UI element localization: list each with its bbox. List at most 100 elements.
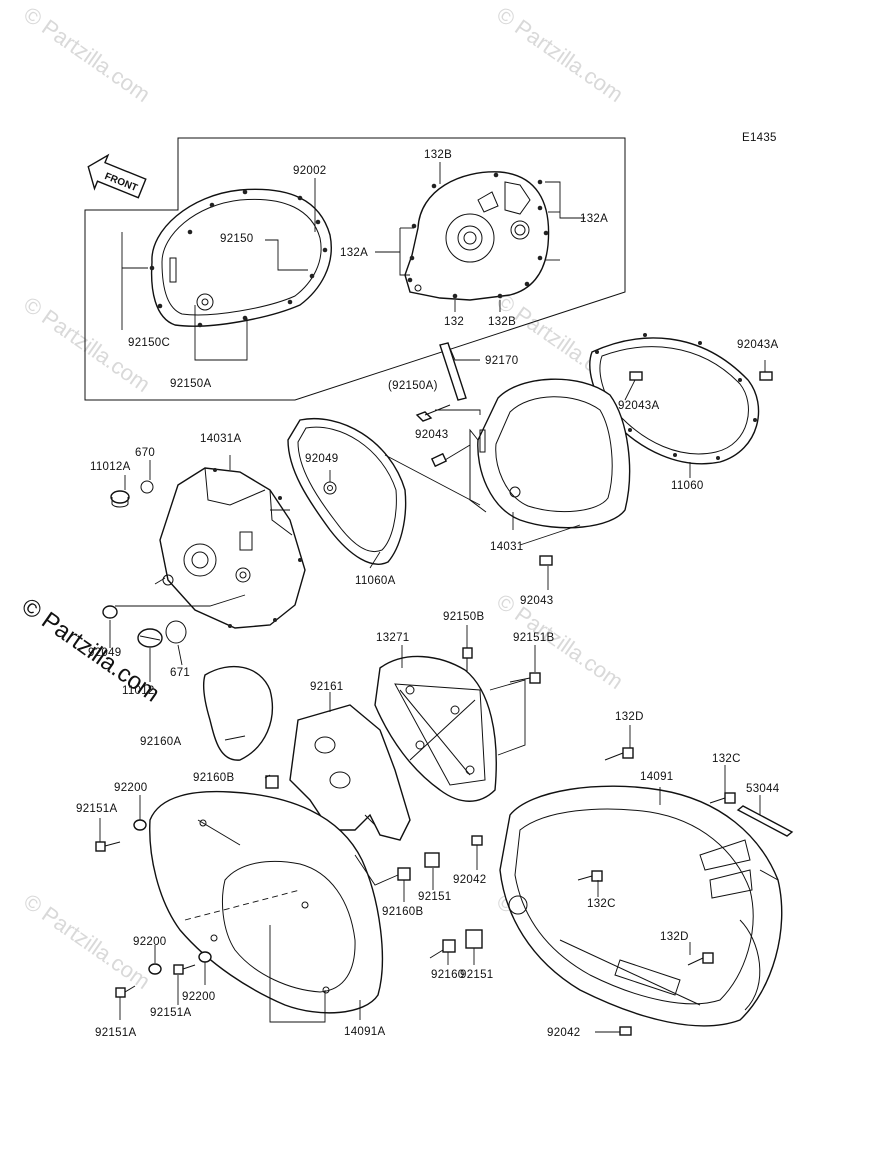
label-132B-top[interactable]: 132B bbox=[424, 149, 452, 161]
label-671[interactable]: 671 bbox=[170, 667, 190, 679]
label-92160B-top[interactable]: 92160B bbox=[193, 772, 234, 784]
outer-cover-14031 bbox=[469, 378, 631, 529]
label-132C-mid[interactable]: 132C bbox=[587, 898, 616, 910]
label-92170[interactable]: 92170 bbox=[485, 355, 518, 367]
dowel-92042-bot bbox=[619, 1026, 632, 1036]
crankcase-cover-right bbox=[404, 171, 550, 301]
washer-92200-bot bbox=[198, 951, 212, 963]
leaders-bottom bbox=[99, 625, 761, 1033]
collar-92160 bbox=[442, 939, 456, 953]
label-92151-mid[interactable]: 92151 bbox=[418, 891, 451, 903]
guide-92160A bbox=[202, 665, 274, 761]
label-13271[interactable]: 13271 bbox=[376, 632, 409, 644]
label-92002[interactable]: 92002 bbox=[293, 165, 326, 177]
bolt-132D-top bbox=[604, 747, 634, 761]
label-670[interactable]: 670 bbox=[135, 447, 155, 459]
plug-11012A bbox=[110, 490, 130, 508]
bolt-92151A-mid bbox=[173, 964, 196, 975]
inner-cover-14031A bbox=[159, 467, 306, 629]
dowel-92043A-mid bbox=[629, 371, 643, 381]
label-92151A-mid[interactable]: 92151A bbox=[150, 1007, 191, 1019]
label-132D-top[interactable]: 132D bbox=[615, 711, 644, 723]
label-53044[interactable]: 53044 bbox=[746, 783, 780, 795]
label-92151A-bottom[interactable]: 92151A bbox=[95, 1027, 136, 1039]
spacer-92151-bot bbox=[465, 929, 483, 949]
bolt-132C-top bbox=[709, 792, 736, 804]
bolt-132C-mid bbox=[577, 870, 603, 882]
gasket-11060A bbox=[287, 418, 407, 565]
label-11012[interactable]: 11012 bbox=[122, 685, 155, 697]
label-11060[interactable]: 11060 bbox=[671, 480, 704, 492]
washer-92200-top bbox=[133, 819, 147, 831]
bolt-dots-right-cover bbox=[407, 172, 549, 299]
label-92161[interactable]: 92161 bbox=[310, 681, 343, 693]
label-132A-left[interactable]: 132A bbox=[340, 247, 368, 259]
bolt-92151A-bot bbox=[115, 985, 136, 998]
bolt-92151B bbox=[509, 672, 541, 684]
dowel-92043 bbox=[430, 452, 448, 468]
bolt-92151A-top bbox=[95, 841, 121, 852]
label-92200-top[interactable]: 92200 bbox=[114, 782, 147, 794]
diagram-code: E1435 bbox=[742, 132, 777, 144]
label-132A-right[interactable]: 132A bbox=[580, 213, 608, 225]
front-arrow-icon: FRONT bbox=[87, 153, 147, 199]
dowel-92043A-right bbox=[759, 371, 773, 381]
o-ring-670 bbox=[140, 480, 154, 494]
label-92043[interactable]: 92043 bbox=[415, 429, 448, 441]
leaders-top-inset bbox=[121, 162, 585, 361]
watermark: © Partzilla.com bbox=[19, 2, 155, 108]
leader-13271-box bbox=[489, 679, 526, 756]
spacer-92151-mid bbox=[424, 852, 440, 868]
label-92151B[interactable]: 92151B bbox=[513, 632, 554, 644]
label-92150[interactable]: 92150 bbox=[220, 233, 253, 245]
label-92200-bottom[interactable]: 92200 bbox=[182, 991, 215, 1003]
label-92160[interactable]: 92160 bbox=[431, 969, 464, 981]
label-92043-bottom[interactable]: 92043 bbox=[520, 595, 553, 607]
crankcase-cover-left bbox=[150, 188, 332, 327]
watermark: © Partzilla.com bbox=[492, 2, 628, 108]
label-92150B[interactable]: 92150B bbox=[443, 611, 484, 623]
bolt-132D-bot bbox=[687, 952, 714, 966]
lever-92170 bbox=[439, 342, 467, 401]
label-14091[interactable]: 14091 bbox=[640, 771, 673, 783]
guide-92161 bbox=[289, 704, 411, 841]
label-14031[interactable]: 14031 bbox=[490, 541, 523, 553]
label-92150A[interactable]: 92150A bbox=[170, 378, 211, 390]
label-132C-top[interactable]: 132C bbox=[712, 753, 741, 765]
dowel-92042-mid bbox=[471, 835, 483, 846]
label-92150C[interactable]: 92150C bbox=[128, 337, 170, 349]
label-92160B-bottom[interactable]: 92160B bbox=[382, 906, 423, 918]
leaders-mid bbox=[109, 347, 766, 682]
label-92043A-mid[interactable]: 92043A bbox=[618, 400, 659, 412]
label-92049-bottom[interactable]: 92049 bbox=[88, 647, 121, 659]
inner-cover-14091 bbox=[499, 785, 783, 1027]
pin-53044 bbox=[736, 805, 794, 837]
label-14031A[interactable]: 14031A bbox=[200, 433, 241, 445]
o-ring-671 bbox=[165, 620, 187, 644]
bolt-92150B bbox=[462, 647, 473, 672]
plate-13271 bbox=[374, 655, 497, 802]
label-132[interactable]: 132 bbox=[444, 316, 464, 328]
dowel-92043-bottom bbox=[539, 555, 553, 566]
label-11060A[interactable]: 11060A bbox=[355, 575, 396, 587]
label-92150A-paren[interactable]: (92150A) bbox=[388, 380, 438, 392]
label-132B-bottom[interactable]: 132B bbox=[488, 316, 516, 328]
bolt-92150A-paren bbox=[415, 404, 451, 422]
label-92200-mid[interactable]: 92200 bbox=[133, 936, 166, 948]
label-92043A-right[interactable]: 92043A bbox=[737, 339, 778, 351]
label-132D-bottom[interactable]: 132D bbox=[660, 931, 689, 943]
label-92151A-top[interactable]: 92151A bbox=[76, 803, 117, 815]
part-labels: 92002 92150 92150C 92150A 132B 132A 132A… bbox=[76, 149, 780, 1039]
label-14091A[interactable]: 14091A bbox=[344, 1026, 385, 1038]
label-92042-mid[interactable]: 92042 bbox=[453, 874, 486, 886]
label-92049-top[interactable]: 92049 bbox=[305, 453, 338, 465]
washer-92049-bottom bbox=[102, 605, 118, 619]
label-92151-bottom[interactable]: 92151 bbox=[460, 969, 493, 981]
inset-frame bbox=[84, 137, 626, 401]
label-92042-bottom[interactable]: 92042 bbox=[547, 1027, 580, 1039]
label-92160A[interactable]: 92160A bbox=[140, 736, 181, 748]
collar-92160B-top bbox=[265, 775, 279, 789]
label-11012A[interactable]: 11012A bbox=[90, 461, 131, 473]
